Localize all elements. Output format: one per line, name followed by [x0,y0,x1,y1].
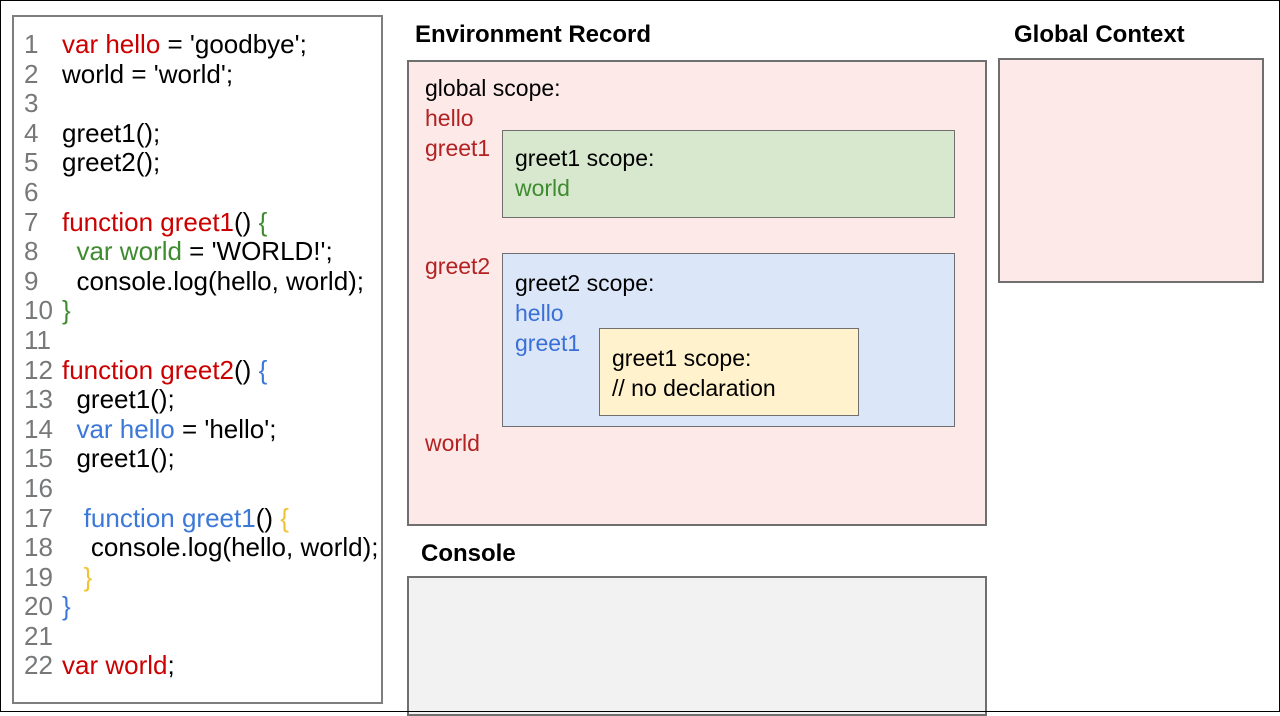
code-text: var hello = 'goodbye'; [62,29,307,59]
global-var-world: world [425,430,480,456]
code-line: 6 [14,176,381,208]
code-text: greet1(); [62,384,175,415]
code-text: } [62,295,71,326]
line-number: 3 [24,88,39,119]
line-number: 1 [24,29,39,59]
code-text: function greet1() { [83,502,289,533]
line-number: 16 [24,472,53,503]
code-line: 12 function greet2() { [14,354,381,386]
code-line: 18 console.log(hello, world); [14,532,381,563]
console-title: Console [421,540,516,567]
code-text: } [83,561,93,592]
line-number: 22 [24,650,53,681]
code-line: 22 var world; [14,651,381,681]
code-text: var world = 'WORLD!'; [76,236,333,267]
code-line: 4 greet1(); [14,117,381,149]
no-declaration-comment: // no declaration [612,375,776,401]
greet2-scope-box: greet2 scope: hello greet1 greet1 scope:… [502,253,955,427]
line-number: 19 [24,561,53,592]
line-number: 10 [24,295,53,326]
line-number: 2 [24,58,39,89]
code-line: 5 greet2(); [14,148,381,178]
code-line: 8 var world = 'WORLD!'; [14,236,381,267]
line-number: 5 [24,147,39,178]
code-text: function greet2() { [62,354,268,385]
line-number: 15 [24,443,53,474]
code-text: world = 'world'; [62,58,234,89]
code-line: 2 world = 'world'; [14,58,381,90]
line-number: 18 [24,532,53,563]
code-line: 21 [14,620,381,652]
code-line: 20} [14,591,381,622]
greet1-scope-box: greet1 scope: world [502,130,955,218]
line-number: 13 [24,384,53,415]
global-var-greet1: greet1 [425,135,491,161]
environment-record-title: Environment Record [415,21,652,48]
line-number: 20 [24,591,53,622]
code-line: 16 [14,472,381,504]
code-panel: 1 var hello = 'goodbye'; 2 world = 'world';… [12,15,383,704]
code-text: greet1(); [62,117,161,148]
code-line: 17 function greet1() { [14,502,381,534]
global-context-box [998,58,1264,283]
code-text: var world; [62,650,175,681]
greet2-scope-var-greet1: greet1 [515,330,581,356]
nested-greet1-scope-box: greet1 scope: // no declaration [599,328,859,416]
line-number: 21 [24,620,53,651]
line-number: 4 [24,117,39,148]
code-line: 13 greet1(); [14,384,381,415]
line-number: 17 [24,502,53,533]
code-line: 10} [14,296,381,326]
code-text: console.log(hello, world); [62,532,379,563]
code-line: 1 var hello = 'goodbye'; [14,29,381,60]
global-var-greet2: greet2 [425,253,491,279]
code-line: 7 function greet1() { [14,206,381,238]
greet1-scope-var-world: world [515,175,570,201]
code-text: var hello = 'hello'; [76,413,277,444]
line-number: 14 [24,413,53,444]
greet1-scope-title: greet1 scope: [515,145,655,171]
code-text: } [62,591,71,622]
line-number: 8 [24,236,39,267]
code-line: 11 [14,324,381,356]
environment-record-box: global scope: hello greet1 greet1 scope:… [407,60,987,526]
code-line: 19 } [14,561,381,593]
code-line: 14 var hello = 'hello'; [14,413,381,445]
console-box [407,576,987,716]
code-text: function greet1() { [62,206,268,237]
code-text: greet2(); [62,147,161,178]
line-number: 7 [24,206,39,237]
code-line: 3 [14,89,381,119]
line-number: 6 [24,176,39,207]
global-context-title: Global Context [1014,21,1185,48]
global-scope-label: global scope: [425,75,561,101]
greet2-scope-var-hello: hello [515,300,564,326]
global-var-hello: hello [425,105,474,131]
code-text: greet1(); [62,443,175,474]
code-line: 9 console.log(hello, world); [14,265,381,297]
greet2-scope-title: greet2 scope: [515,270,655,296]
line-number: 12 [24,354,53,385]
nested-greet1-scope-title: greet1 scope: [612,345,752,371]
code-text: console.log(hello, world); [62,265,365,296]
code-line: 15 greet1(); [14,444,381,474]
line-number: 9 [24,265,39,296]
line-number: 11 [24,324,51,355]
